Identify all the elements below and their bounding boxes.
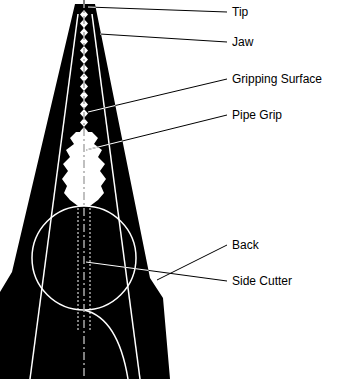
part-label: Pipe Grip (232, 108, 282, 122)
handle-curve (84, 310, 128, 379)
leader-line (88, 79, 227, 112)
leader-line (100, 34, 227, 42)
part-label: Back (232, 238, 259, 252)
leader-line (100, 34, 227, 42)
leader-line (88, 7, 227, 12)
leader-line (86, 262, 227, 281)
cutter-edge-line (78, 208, 79, 330)
leader-line (86, 115, 227, 150)
part-label: Jaw (232, 35, 253, 49)
part-label: Tip (232, 5, 248, 19)
part-label: Side Cutter (232, 274, 292, 288)
leader-line (88, 7, 227, 12)
pliers-body (0, 4, 170, 379)
leader-line (86, 115, 227, 150)
center-line (84, 0, 85, 379)
leader-line (157, 245, 227, 280)
leader-line (86, 262, 227, 281)
center-line (84, 0, 85, 379)
leader-line (88, 79, 227, 112)
leader-line (157, 245, 227, 280)
part-label: Gripping Surface (232, 72, 322, 86)
leader-lines (86, 7, 227, 281)
